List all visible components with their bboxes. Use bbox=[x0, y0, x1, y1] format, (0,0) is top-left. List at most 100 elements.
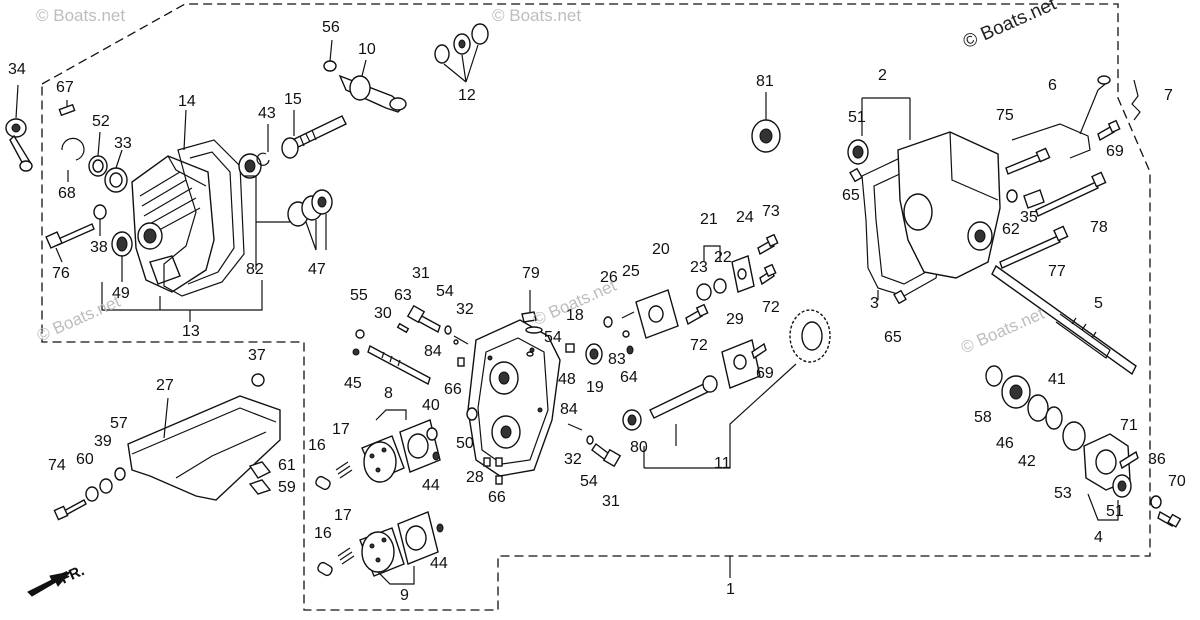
callout-38: 38 bbox=[90, 239, 108, 256]
clip-43 bbox=[256, 152, 270, 166]
watermark: © Boats.net bbox=[492, 6, 582, 25]
washer-60 bbox=[85, 486, 99, 502]
callout-82: 82 bbox=[246, 261, 264, 278]
callout-14: 14 bbox=[178, 93, 196, 110]
ring-53 bbox=[1062, 421, 1086, 451]
bolt-72a bbox=[685, 303, 709, 326]
callout-25: 25 bbox=[622, 263, 640, 280]
pin-67 bbox=[58, 103, 76, 117]
gear-11 bbox=[789, 309, 831, 363]
bolt-79 bbox=[521, 311, 537, 323]
pin-28b bbox=[495, 457, 503, 467]
linkage-6 bbox=[1011, 75, 1111, 159]
callout-22: 22 bbox=[714, 249, 732, 266]
callout-60: 60 bbox=[76, 451, 94, 468]
bolt-70 bbox=[1157, 510, 1182, 528]
valve-body-plate bbox=[467, 319, 561, 477]
callout-4: 4 bbox=[1094, 529, 1103, 546]
callout-84: 84 bbox=[424, 343, 442, 360]
grommet-61 bbox=[248, 461, 272, 479]
cover-20 bbox=[635, 289, 679, 339]
assembly-boundary bbox=[41, 3, 1151, 611]
ring-58 bbox=[985, 365, 1003, 387]
callout-37: 37 bbox=[248, 347, 266, 364]
washer-62 bbox=[1006, 189, 1018, 203]
callout-32: 32 bbox=[564, 451, 582, 468]
washer-50 bbox=[466, 407, 478, 421]
callout-10: 10 bbox=[358, 41, 376, 58]
left-housing-14 bbox=[131, 109, 215, 293]
callout-28: 28 bbox=[466, 469, 484, 486]
callout-44: 44 bbox=[430, 555, 448, 572]
callout-68: 68 bbox=[58, 185, 76, 202]
ring-41 bbox=[1045, 406, 1063, 430]
leader-2 bbox=[861, 97, 911, 140]
callout-57: 57 bbox=[110, 415, 128, 432]
callout-51: 51 bbox=[848, 109, 866, 126]
callout-27: 27 bbox=[156, 377, 174, 394]
callout-83: 83 bbox=[608, 351, 626, 368]
spring-18 bbox=[565, 343, 575, 353]
seal-23 bbox=[696, 283, 712, 301]
oring-56 bbox=[323, 60, 337, 72]
callout-80: 80 bbox=[630, 439, 648, 456]
shaft-15 bbox=[281, 110, 347, 159]
pin-16b bbox=[317, 561, 333, 577]
callout-50: 50 bbox=[456, 435, 474, 452]
leader-11 bbox=[643, 363, 797, 469]
pin-66b bbox=[495, 475, 503, 485]
pin-65b bbox=[893, 289, 907, 305]
callout-81: 81 bbox=[756, 73, 774, 90]
plug-26 bbox=[603, 316, 613, 328]
callout-61: 61 bbox=[278, 457, 296, 474]
callout-79: 79 bbox=[522, 265, 540, 282]
callout-11: 11 bbox=[714, 455, 731, 472]
callout-19: 19 bbox=[586, 379, 604, 396]
ball-83 bbox=[622, 330, 630, 338]
callout-20: 20 bbox=[652, 241, 670, 258]
shaft-30 bbox=[367, 344, 431, 386]
callout-3: 3 bbox=[870, 295, 879, 312]
gasket-82 bbox=[163, 139, 245, 297]
spring-17b bbox=[337, 547, 355, 565]
washers-12 bbox=[434, 23, 489, 83]
spring-17 bbox=[335, 461, 353, 479]
washer-57 bbox=[114, 467, 126, 481]
grommet-59 bbox=[248, 479, 272, 495]
callout-1: 1 bbox=[726, 581, 735, 598]
callout-48: 48 bbox=[558, 371, 576, 388]
spring-32b bbox=[567, 423, 583, 431]
callout-66: 66 bbox=[444, 381, 462, 398]
leader-4 bbox=[1087, 493, 1119, 521]
callout-71: 71 bbox=[1120, 417, 1138, 434]
bearing-33 bbox=[104, 149, 128, 193]
arm-34 bbox=[5, 84, 33, 172]
pin-28 bbox=[483, 457, 491, 467]
callout-7: 7 bbox=[1164, 87, 1173, 104]
washer-79 bbox=[525, 326, 543, 334]
pin-65a bbox=[849, 167, 863, 183]
callout-24: 24 bbox=[736, 209, 754, 226]
callout-33: 33 bbox=[114, 135, 132, 152]
callout-49: 49 bbox=[112, 285, 130, 302]
bracket-27 bbox=[127, 395, 281, 501]
callout-12: 12 bbox=[458, 87, 476, 104]
washer-54 bbox=[444, 325, 452, 335]
callout-63: 63 bbox=[394, 287, 412, 304]
callout-74: 74 bbox=[48, 457, 66, 474]
spring-25 bbox=[621, 311, 635, 319]
washer-40 bbox=[426, 427, 438, 441]
callout-17: 17 bbox=[334, 507, 352, 524]
leader-21 bbox=[703, 245, 721, 262]
callout-23: 23 bbox=[690, 259, 708, 276]
washer-36 bbox=[1150, 495, 1162, 509]
callout-52: 52 bbox=[92, 113, 110, 130]
leader-8 bbox=[375, 409, 407, 421]
bolt-69a bbox=[1097, 119, 1121, 142]
callout-69: 69 bbox=[1106, 143, 1124, 160]
seal-82 bbox=[238, 153, 262, 179]
callout-58: 58 bbox=[974, 409, 992, 426]
callout-8: 8 bbox=[384, 385, 393, 402]
bolt-77 bbox=[999, 225, 1069, 269]
